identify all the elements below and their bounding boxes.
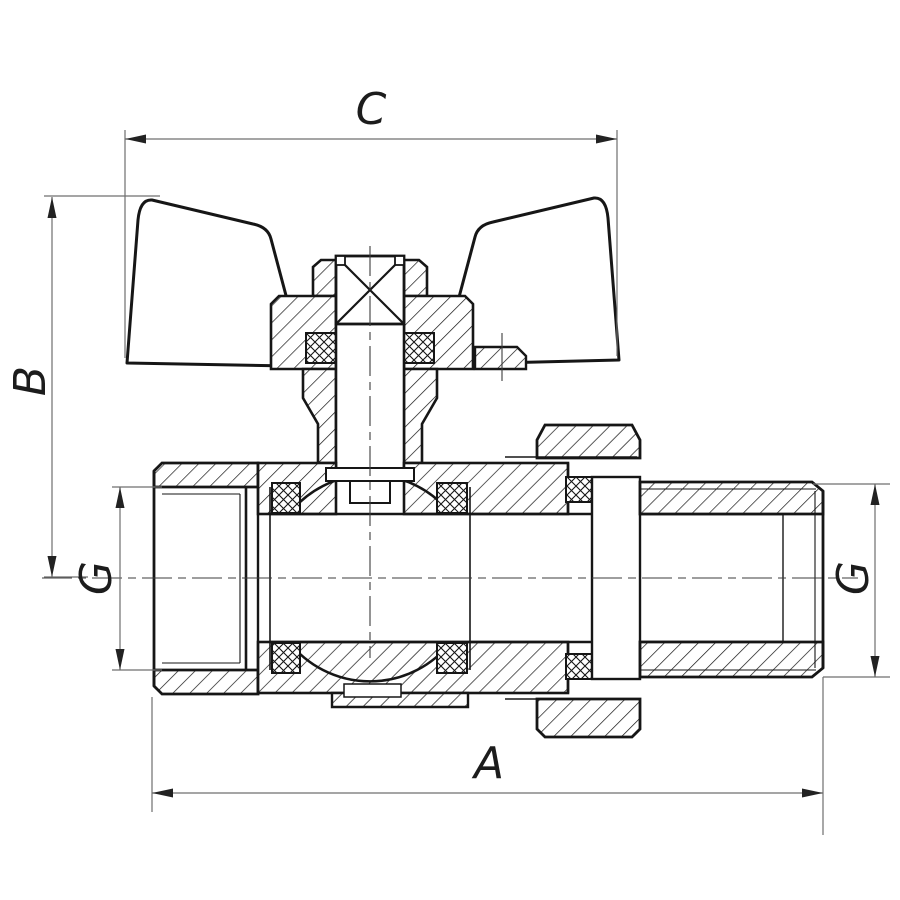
- stem-lower-connection: [325, 467, 415, 698]
- union-gasket-bottom: [565, 653, 593, 680]
- dimension-label-g-left: G: [71, 561, 122, 595]
- dimension-label-b: B: [5, 366, 56, 396]
- handle-stop-tab: [473, 345, 528, 371]
- stem-cap-tick-left: [335, 255, 346, 266]
- dim-gl-arrow-bottom: [115, 649, 125, 670]
- dimension-label-g-right: G: [828, 561, 879, 595]
- dim-c-arrow-right: [596, 134, 617, 144]
- dim-gr-arrow-bottom: [870, 656, 880, 677]
- gland-nut-left: [311, 258, 338, 298]
- ball-seats: [271, 482, 468, 674]
- dimension-G-right: G: [813, 483, 890, 678]
- union-nut-top: [535, 423, 642, 460]
- left-port-top-band: [152, 461, 260, 489]
- stem-packing-right: [403, 332, 435, 364]
- dimension-B: B: [5, 195, 160, 578]
- dimension-label-c: C: [356, 84, 387, 135]
- drain-boss: [343, 683, 402, 698]
- dimension-C: C: [124, 84, 618, 358]
- dim-gr-arrow-top: [870, 484, 880, 505]
- stem-packing-left: [305, 332, 337, 364]
- seat-bottom-right: [436, 642, 468, 674]
- butterfly-handle: [125, 196, 621, 368]
- male-port-top-band: [638, 480, 825, 516]
- dim-c-arrow-left: [125, 134, 146, 144]
- dim-gl-arrow-top: [115, 487, 125, 508]
- seat-top-right: [436, 482, 468, 514]
- union-nut-bottom: [535, 697, 642, 739]
- dim-b-arrow-top: [47, 197, 57, 218]
- left-port-bottom-band: [152, 668, 260, 696]
- handle-right-wing: [454, 196, 621, 366]
- dimension-G-left: G: [71, 486, 162, 671]
- male-port-bottom-band: [638, 640, 825, 679]
- union-nut-and-tailpiece: [505, 423, 825, 739]
- handle-left-wing: [125, 198, 292, 368]
- dimension-label-a: A: [471, 738, 504, 789]
- ball-bottom-arc: [287, 641, 453, 683]
- dimension-A: A: [151, 677, 824, 835]
- union-gasket-top: [565, 476, 593, 503]
- body-bottom-wall: [256, 640, 570, 695]
- stem-cap-tick-right: [394, 255, 405, 266]
- dim-a-arrow-left: [152, 788, 173, 798]
- dim-b-arrow-bottom: [47, 556, 57, 577]
- body-top-wall-right: [402, 461, 570, 516]
- seat-top-left: [271, 482, 301, 514]
- dim-a-arrow-right: [802, 788, 823, 798]
- seat-bottom-left: [271, 642, 301, 674]
- gland-nut-right: [402, 258, 429, 298]
- centerlines: [42, 246, 858, 658]
- valve-body: [152, 461, 783, 709]
